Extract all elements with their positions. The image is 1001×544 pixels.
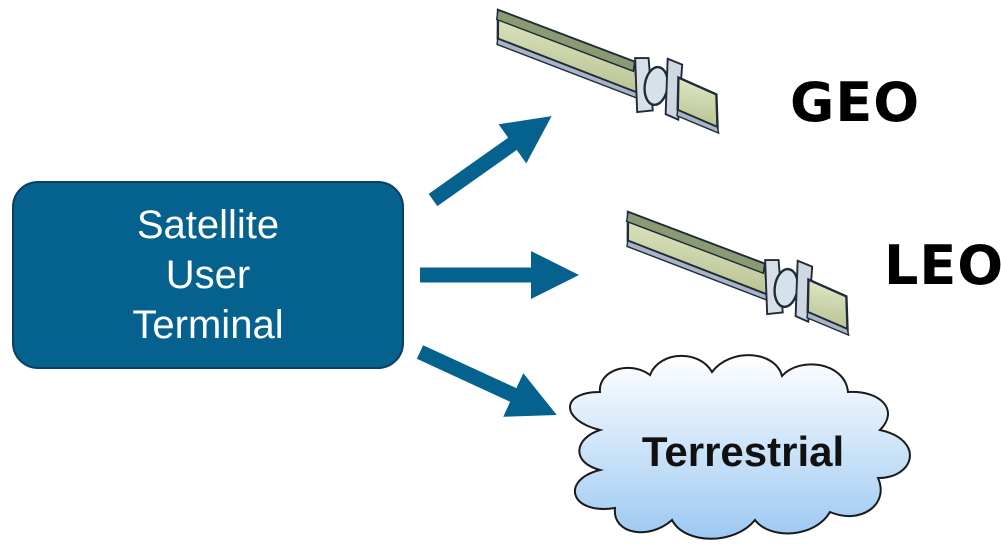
cloud-icon <box>569 354 911 540</box>
arrow-to-terrestrial <box>416 345 557 417</box>
terminal-line-1: Satellite <box>136 203 280 247</box>
terminal-line-2: User <box>165 253 251 297</box>
geo-label: GEO <box>790 71 921 134</box>
satellite-leo-icon <box>614 210 863 337</box>
satellite-geo-icon <box>484 8 733 135</box>
terminal-line-3: Terminal <box>132 303 284 347</box>
satellite-user-terminal-box: Satellite User Terminal <box>12 181 404 369</box>
terrestrial-label: Terrestrial <box>641 428 845 475</box>
leo-label: LEO <box>884 234 1001 297</box>
arrow-to-geo <box>428 116 552 207</box>
